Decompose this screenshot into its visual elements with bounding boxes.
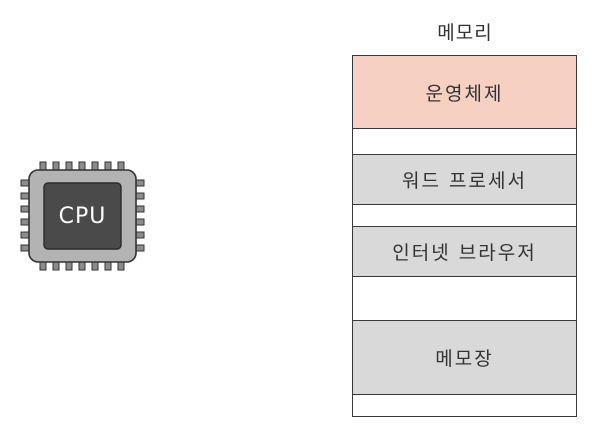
memory-title: 메모리 [437, 22, 493, 44]
memory-box: 운영체제 워드 프로세서 인터넷 브라우저 메모장 [352, 55, 577, 417]
memory-block-notepad: 메모장 [353, 320, 576, 395]
memory-block-label: 운영체제 [425, 82, 504, 105]
memory-block-label: 인터넷 브라우저 [392, 242, 537, 264]
cpu-chip: CPU [20, 160, 146, 272]
cpu-label: CPU [58, 203, 107, 229]
cpu-chip-icon [20, 161, 145, 271]
memory-block-label: 워드 프로세서 [402, 170, 527, 192]
memory-block-label: 메모장 [435, 348, 494, 370]
memory-block-word-processor: 워드 프로세서 [353, 154, 576, 205]
memory-block-web-browser: 인터넷 브라우저 [353, 226, 576, 277]
memory-block-os: 운영체제 [353, 56, 576, 129]
